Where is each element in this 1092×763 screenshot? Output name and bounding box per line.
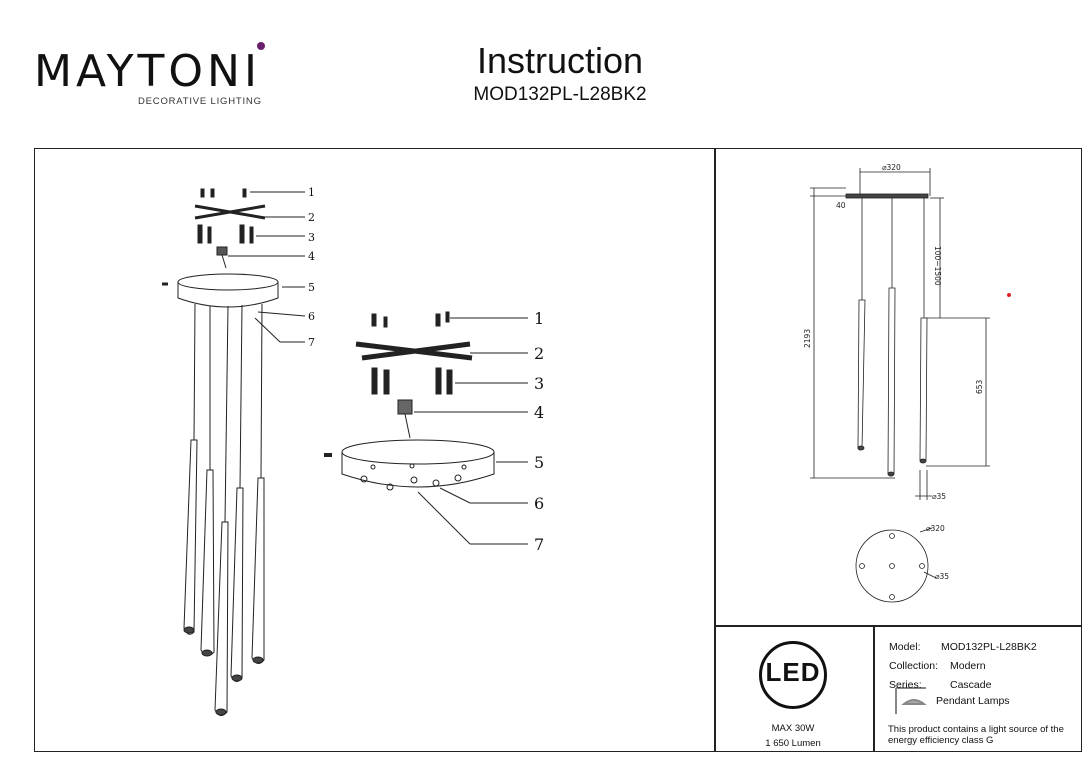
collection-label: Collection:	[889, 660, 938, 672]
exploded-mount-drawing	[324, 311, 528, 545]
lumen-rating: 1 650 Lumen	[765, 738, 821, 749]
pendant-lamp-icon	[895, 687, 927, 714]
logo-dot	[257, 42, 265, 50]
part-label-2-small: 2	[308, 211, 315, 224]
power-rating: MAX 30W	[771, 723, 815, 734]
brand-name: MAYTONI	[34, 46, 261, 97]
dim-total-height: 2193	[803, 329, 812, 348]
series-label: Series:	[889, 679, 922, 691]
model-label: Model:	[889, 641, 921, 653]
part-label-6-small: 6	[308, 310, 315, 323]
drawing-frame	[34, 148, 1082, 752]
part-label-6: 6	[534, 494, 544, 513]
frame-divider-horizontal	[714, 625, 1082, 627]
part-label-3-small: 3	[308, 231, 315, 244]
collection-value: Modern	[950, 660, 986, 672]
part-label-1: 1	[534, 309, 544, 328]
part-label-7: 7	[534, 535, 544, 554]
led-badge	[759, 641, 827, 709]
dim-shade-diameter: ⌀35	[932, 492, 946, 501]
part-label-3: 3	[534, 374, 544, 393]
dim-shade-length: 653	[975, 379, 984, 394]
dim-hole-diameter: ⌀35	[935, 572, 949, 581]
part-label-4: 4	[534, 403, 544, 422]
frame-divider-vertical	[714, 148, 716, 752]
type-value: Pendant Lamps	[936, 695, 1010, 707]
brand-logo: MAYTONI DECORATIVE LIGHTING	[34, 38, 334, 128]
assembled-lamp-drawing	[162, 188, 306, 716]
dim-adjust-range: 100~1500	[933, 246, 942, 286]
part-label-1-small: 1	[308, 186, 315, 199]
part-label-4-small: 4	[308, 250, 315, 263]
dim-canopy-height: 40	[836, 201, 846, 210]
series-value: Cascade	[950, 679, 992, 691]
dim-canopy-top: ⌀320	[882, 163, 901, 172]
brand-tagline: DECORATIVE LIGHTING	[138, 96, 262, 107]
model-value: MOD132PL-L28BK2	[941, 641, 1037, 653]
part-label-2: 2	[534, 344, 544, 363]
led-label: LED	[765, 657, 821, 687]
info-divider	[873, 625, 875, 752]
page-title: Instruction	[476, 40, 644, 81]
part-label-5-small: 5	[308, 281, 315, 294]
marker-dot	[1007, 293, 1011, 297]
part-label-7-small: 7	[308, 336, 315, 349]
model-heading: MOD132PL-L28BK2	[473, 84, 647, 105]
part-label-5: 5	[534, 453, 544, 472]
dimension-drawing	[810, 168, 990, 603]
energy-note: This product contains a light source of …	[888, 724, 1064, 746]
dim-plate-diameter: ⌀320	[926, 524, 945, 533]
